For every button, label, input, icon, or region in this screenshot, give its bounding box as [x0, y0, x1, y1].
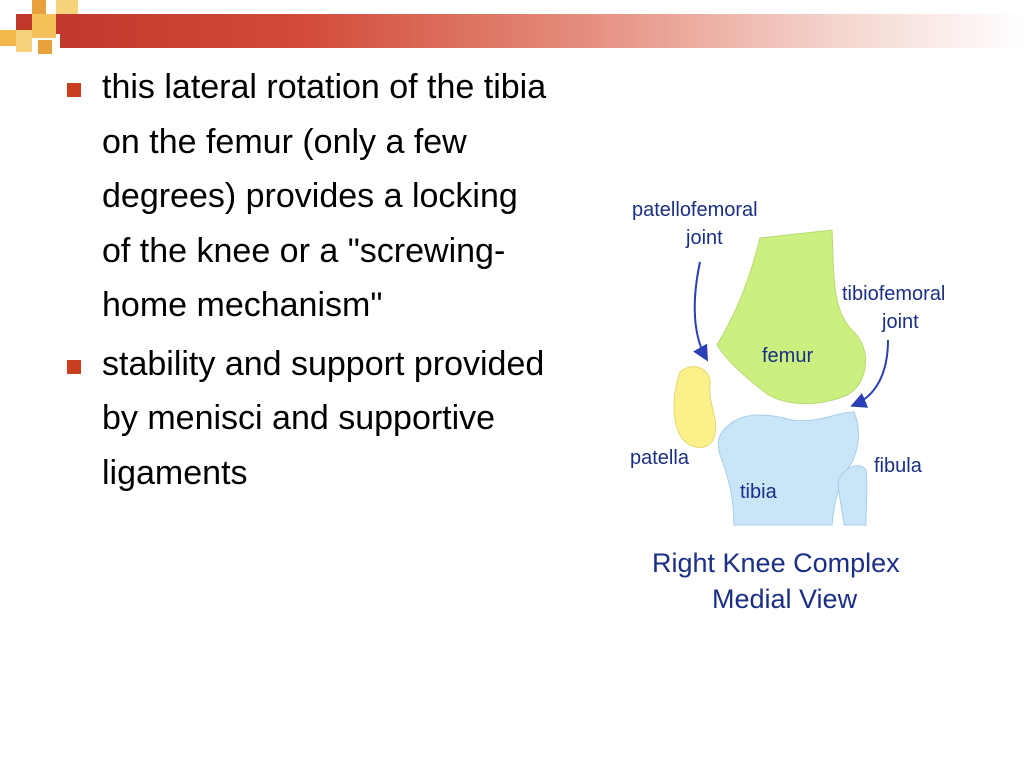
- label-tibiofemoral: tibiofemoral: [842, 283, 945, 305]
- patella-shape: [673, 366, 717, 448]
- title-accent-bar: [60, 14, 1024, 48]
- bullet-text: stability and support provided by menisc…: [102, 344, 545, 492]
- bullet-item: this lateral rotation of the tibia on th…: [60, 60, 550, 333]
- fibula-shape: [837, 465, 868, 526]
- bullet-list: this lateral rotation of the tibia on th…: [60, 60, 550, 500]
- tibiofemoral-arrow: [850, 339, 889, 408]
- square-bullet-icon: [67, 83, 81, 97]
- label-femur: femur: [762, 345, 813, 367]
- figure-caption-line1: Right Knee Complex: [652, 548, 900, 578]
- label-patella: patella: [630, 447, 690, 469]
- bullet-text: this lateral rotation of the tibia on th…: [102, 68, 547, 324]
- tibia-shape: [717, 411, 859, 526]
- label-tibia: tibia: [740, 481, 778, 503]
- label-tibiofemoral-joint: joint: [881, 311, 919, 333]
- square-bullet-icon: [67, 359, 81, 374]
- label-patellofemoral-joint: joint: [685, 227, 723, 249]
- knee-diagram: patellofemoral joint tibiofemoral joint …: [622, 180, 982, 620]
- bullet-item: stability and support provided by menisc…: [60, 337, 550, 501]
- slide-body: this lateral rotation of the tibia on th…: [60, 60, 550, 504]
- label-patellofemoral: patellofemoral: [632, 199, 758, 221]
- figure-caption-line2: Medial View: [712, 584, 858, 614]
- femur-shape: [716, 229, 867, 404]
- patellofemoral-arrow: [693, 261, 708, 362]
- label-fibula: fibula: [874, 455, 923, 477]
- corner-logo-squares: [0, 0, 80, 70]
